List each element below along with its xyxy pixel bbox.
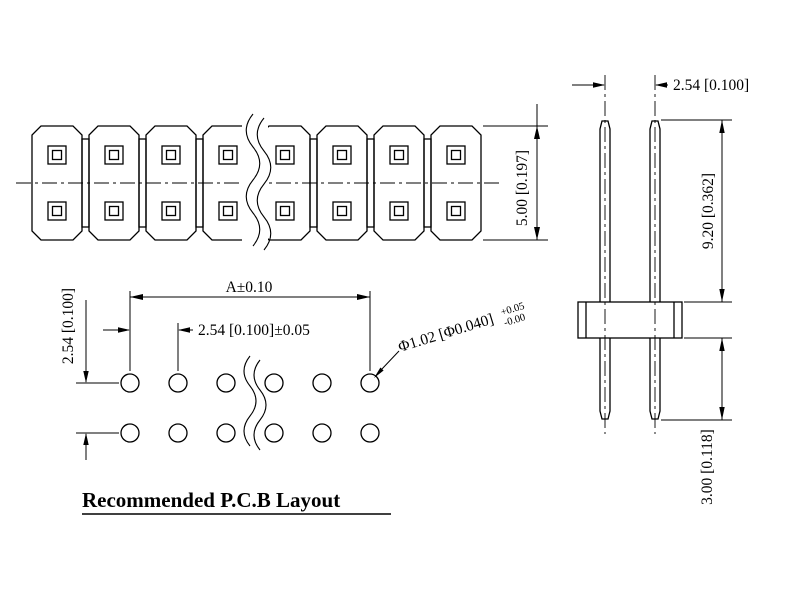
pcb-layout-caption: Recommended P.C.B Layout bbox=[82, 488, 340, 512]
dim-upper-length: 9.20 [0.362] bbox=[661, 119, 732, 303]
dim-hole-diameter: Φ1.02 [Φ0.040] +0.05 -0.00 bbox=[374, 301, 527, 378]
dim-hole-pitch-label: 2.54 [0.100]±0.05 bbox=[198, 322, 310, 339]
connector-top-view: 5.00 [0.197] bbox=[16, 104, 548, 252]
break-line bbox=[243, 355, 257, 447]
dim-lower-length-label: 3.00 [0.118] bbox=[699, 429, 716, 505]
break-line bbox=[256, 117, 272, 251]
dim-hole-diameter-label: Φ1.02 [Φ0.040] bbox=[396, 311, 496, 356]
dim-lower-length: 3.00 [0.118] bbox=[661, 337, 732, 505]
dim-overall-span: A±0.10 bbox=[129, 279, 371, 371]
dim-body-height-label: 5.00 [0.197] bbox=[514, 150, 531, 226]
pcb-layout-view: A±0.10 2.54 [0.100]±0.05 2.54 [0.100] Φ1… bbox=[60, 279, 527, 515]
connector-side-view: 2.54 [0.100] 9.20 [0.362] 3.00 [0.118] bbox=[572, 75, 749, 505]
dim-pin-pitch: 2.54 [0.100] bbox=[572, 77, 749, 94]
dim-overall-span-label: A±0.10 bbox=[226, 279, 273, 296]
dim-row-pitch: 2.54 [0.100] bbox=[60, 288, 119, 460]
dim-upper-length-label: 9.20 [0.362] bbox=[700, 173, 717, 249]
dim-row-pitch-label: 2.54 [0.100] bbox=[60, 288, 77, 364]
dim-hole-pitch: 2.54 [0.100]±0.05 bbox=[103, 322, 310, 371]
insulator-body bbox=[577, 301, 683, 339]
break-line bbox=[245, 113, 261, 247]
dim-pin-pitch-label: 2.54 [0.100] bbox=[673, 77, 749, 94]
break-line bbox=[253, 359, 267, 451]
dim-body-height: 5.00 [0.197] bbox=[483, 104, 548, 241]
